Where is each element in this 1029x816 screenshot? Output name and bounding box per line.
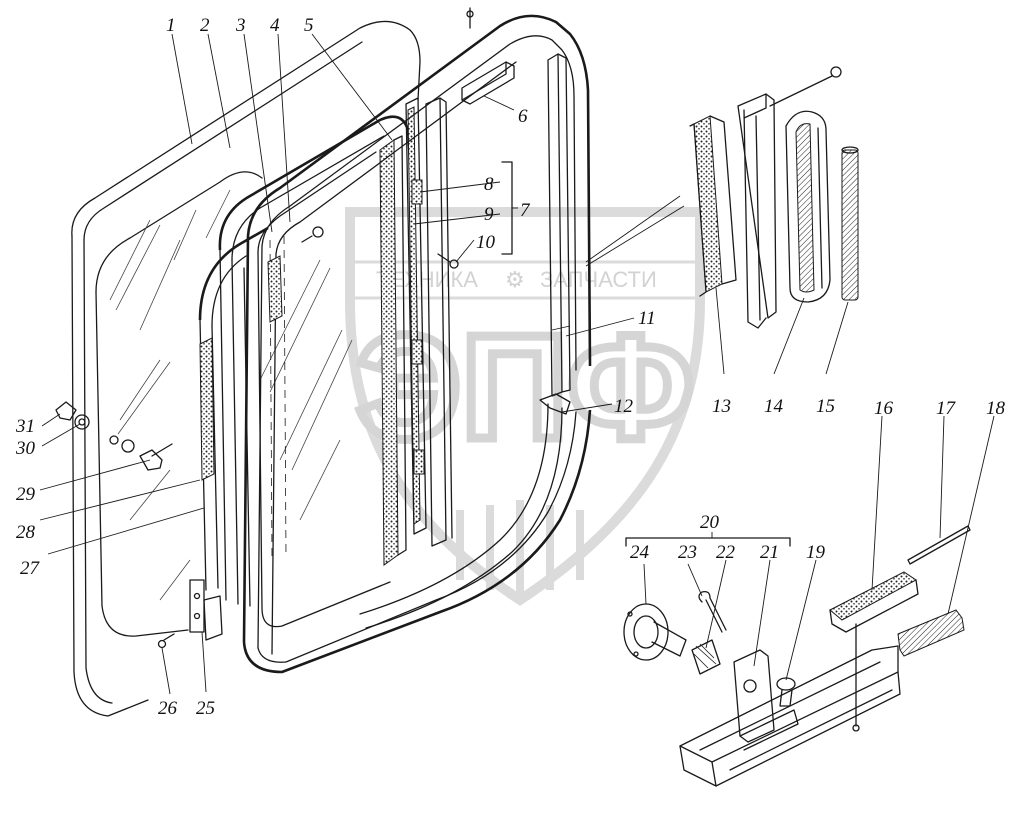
part-labels: 1 2 3 4 5 6 7 8 9 10 11 12 13 14 15 16 1… — [15, 15, 1006, 719]
label-13: 13 — [712, 396, 731, 417]
detail-pointer-line-a — [585, 195, 681, 263]
handle-knob-24 — [623, 603, 687, 661]
profile-detail-middle — [737, 66, 842, 329]
label-10: 10 — [476, 232, 496, 253]
group-bracket-20 — [625, 537, 791, 547]
inner-sash-frame — [218, 115, 412, 628]
label-18: 18 — [986, 398, 1006, 419]
label-1: 1 — [166, 15, 176, 36]
vertical-seal-strip — [379, 135, 407, 566]
label-27: 27 — [20, 558, 41, 579]
screw-19 — [776, 677, 796, 707]
small-screw — [157, 633, 175, 649]
label-2: 2 — [200, 15, 210, 36]
top-guide-block — [461, 7, 515, 105]
latch-rail — [679, 645, 901, 787]
label-29: 29 — [16, 484, 36, 505]
watermark-text-right: ЗАПЧАСТИ — [540, 267, 657, 292]
label-19: 19 — [806, 542, 826, 563]
profile-detail-13 — [689, 115, 737, 297]
detail-pointer-line-b — [585, 205, 685, 267]
label-9: 9 — [484, 204, 494, 225]
label-21: 21 — [760, 542, 779, 563]
label-23: 23 — [678, 542, 697, 563]
profile-detail-14 — [785, 110, 831, 303]
watermark-gear-icon: ⚙ — [505, 267, 525, 292]
glass-seal-pad — [199, 337, 215, 481]
label-30: 30 — [15, 438, 36, 459]
label-26: 26 — [158, 698, 178, 719]
label-3: 3 — [235, 15, 246, 36]
sash-screws — [301, 226, 459, 269]
label-5: 5 — [304, 15, 314, 36]
latch-fasteners — [55, 401, 173, 471]
label-24: 24 — [630, 542, 650, 563]
latch-bracket-21 — [733, 649, 799, 751]
label-4: 4 — [270, 15, 280, 36]
outer-window-frame — [242, 14, 592, 674]
label-17: 17 — [936, 398, 957, 419]
label-15: 15 — [816, 396, 835, 417]
label-25: 25 — [196, 698, 215, 719]
label-7: 7 — [520, 200, 531, 221]
label-22: 22 — [716, 542, 736, 563]
rod-17 — [907, 525, 971, 565]
label-11: 11 — [638, 308, 656, 329]
guide-rail-assembly — [405, 97, 453, 547]
label-8: 8 — [484, 174, 494, 195]
leader-lines — [39, 33, 995, 695]
glass-reflections — [109, 189, 231, 601]
label-12: 12 — [614, 396, 634, 417]
label-14: 14 — [764, 396, 784, 417]
watermark-wheat-icon — [456, 500, 584, 600]
sash-seal-pad — [267, 255, 283, 323]
watermark-monogram: ЭПФ — [356, 305, 694, 470]
cotter-pin-23 — [698, 590, 727, 633]
label-31: 31 — [15, 416, 35, 437]
watermark: ТЕХНИКА ⚙ ЗАПЧАСТИ ЭПФ — [345, 207, 705, 607]
profile-detail-15 — [841, 146, 859, 301]
label-20: 20 — [700, 512, 720, 533]
label-6: 6 — [518, 106, 528, 127]
hinge-bracket — [189, 579, 223, 641]
spring-22 — [691, 639, 721, 675]
outer-glass-panel — [71, 20, 421, 717]
right-vertical-channel — [547, 53, 571, 397]
sliding-block-16 — [829, 571, 919, 732]
felt-pad-18 — [897, 609, 965, 657]
label-28: 28 — [16, 522, 36, 543]
label-16: 16 — [874, 398, 894, 419]
